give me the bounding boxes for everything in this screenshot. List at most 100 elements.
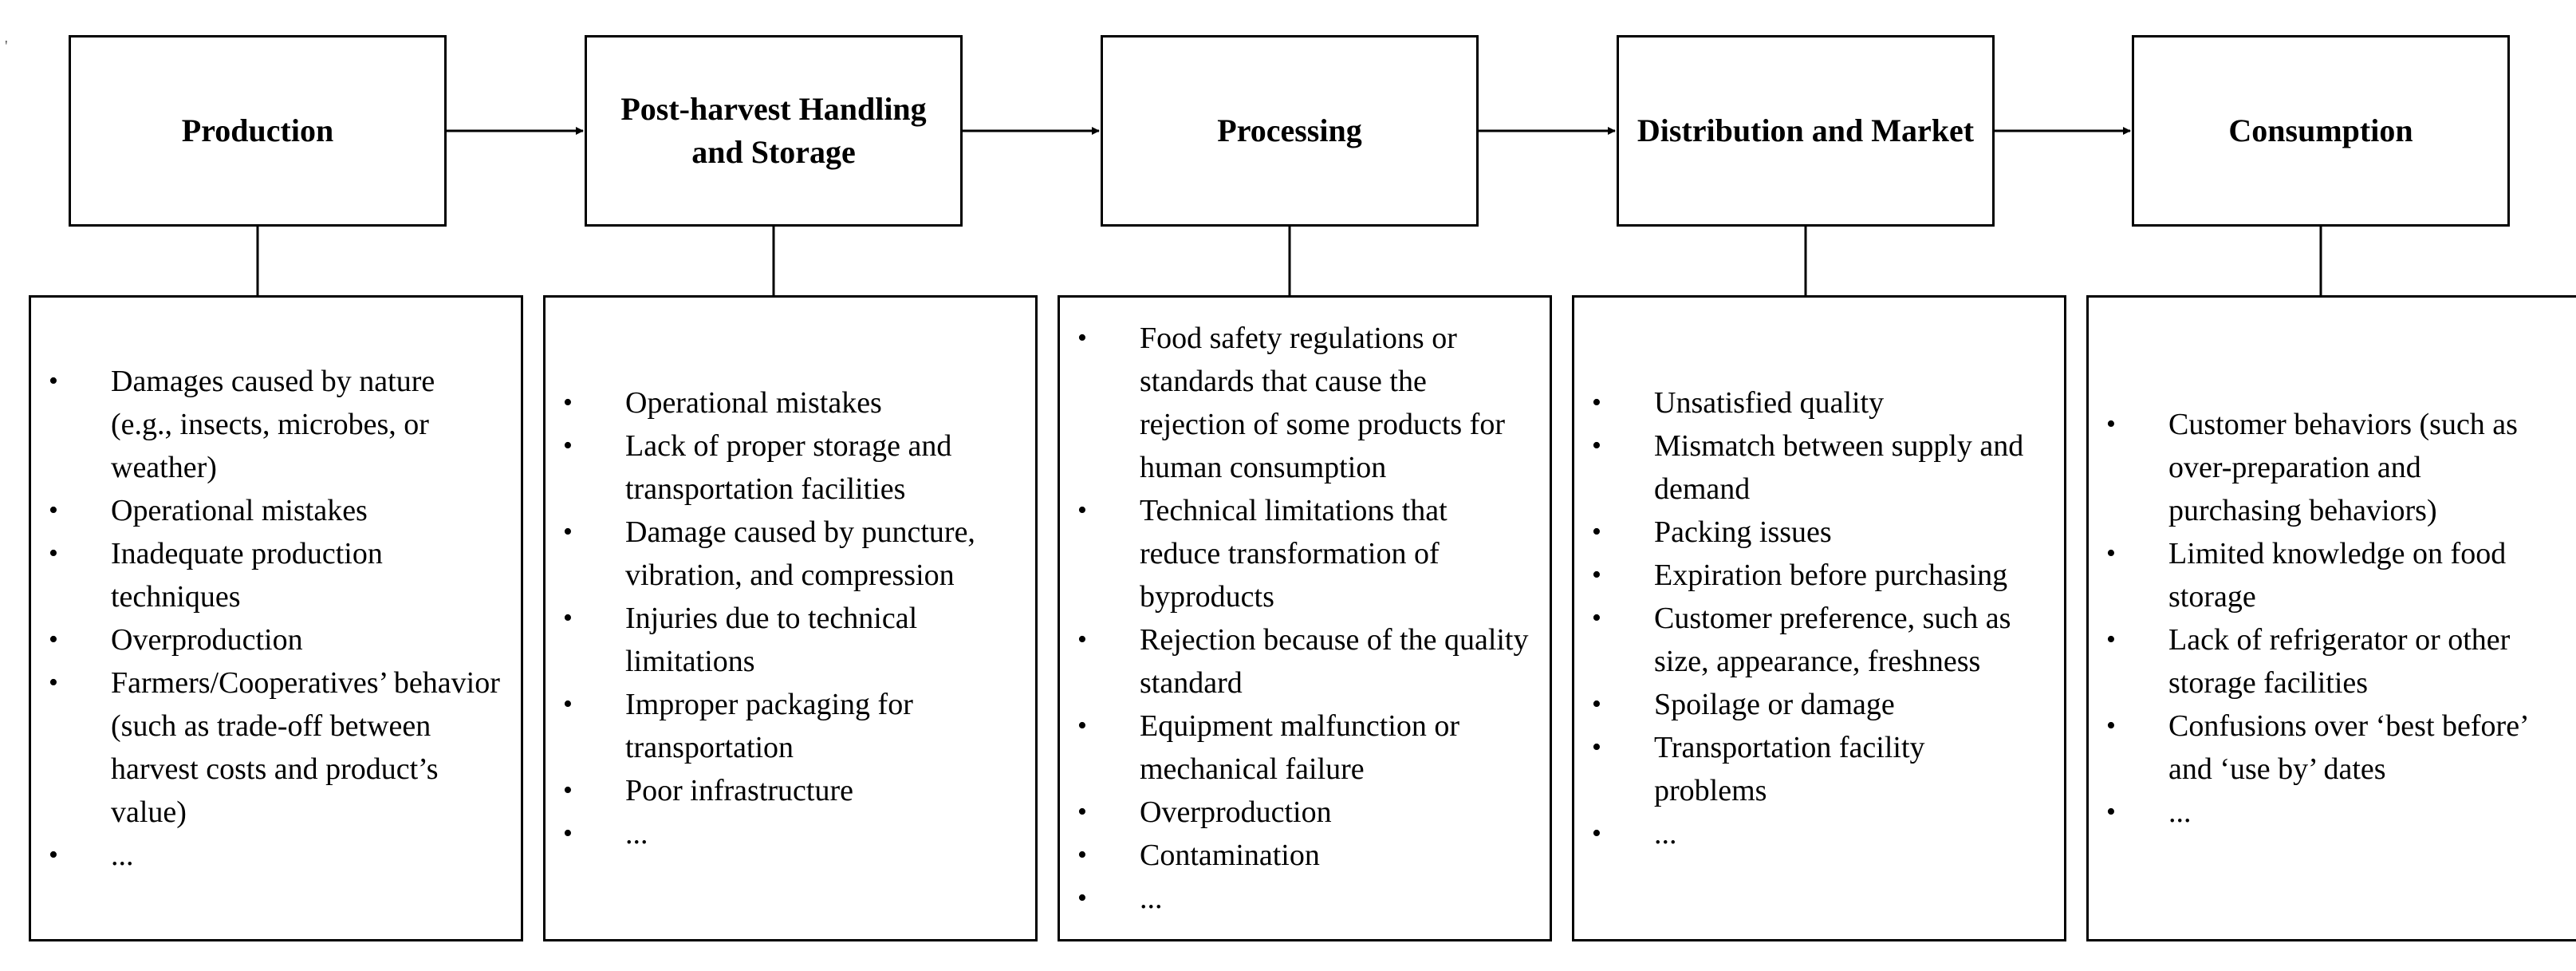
list-item: •Operational mistakes <box>560 381 1014 424</box>
list-item-text: ... <box>111 839 134 872</box>
cause-list: • Customer behaviors (such as over-prepar… <box>2103 403 2558 834</box>
list-item-text: Improper packaging for transportation <box>625 688 913 764</box>
list-item: • Unsatisfied quality <box>1589 381 2043 424</box>
list-item: •... <box>45 834 500 877</box>
list-item-text: Rejection because of the quality standar… <box>1140 623 1529 700</box>
bullet-icon: • <box>563 517 573 547</box>
list-item: •... <box>1074 877 1529 920</box>
list-item-text: Operational mistakes <box>111 494 368 527</box>
bullet-icon: • <box>1592 732 1601 762</box>
list-item-text: ... <box>625 817 648 851</box>
list-item: • Injuries due to technical limitations <box>560 597 1014 683</box>
bullet-icon: • <box>563 819 573 848</box>
bullet-icon: • <box>1077 711 1087 740</box>
list-item: • Poor infrastructure <box>560 769 1014 812</box>
bullet-icon: • <box>2106 625 2116 654</box>
bullet-icon: • <box>49 625 58 654</box>
list-item: • Customer preference, such as size, appe… <box>1589 597 2043 683</box>
bullet-icon: • <box>2106 409 2116 439</box>
cause-list: •Operational mistakes•Lack of proper sto… <box>560 381 1014 855</box>
bullet-icon: • <box>1592 689 1601 719</box>
bullet-icon: • <box>1077 797 1087 827</box>
list-item: • Damages caused by nature (e.g., insects… <box>45 360 500 489</box>
list-item-text: Farmers/Cooperatives’ behavior (such as … <box>111 666 500 829</box>
list-item-text: Damage caused by puncture, vibration, an… <box>625 515 975 592</box>
stage-box-distribution-market: Distribution and Market <box>1617 35 1995 227</box>
bullet-icon: • <box>1592 560 1601 590</box>
bullet-icon: • <box>1077 625 1087 654</box>
list-item-text: ... <box>2168 795 2192 829</box>
bullet-icon: • <box>563 776 573 805</box>
bullet-icon: • <box>2106 797 2116 827</box>
list-item: •Mismatch between supply and demand <box>1589 424 2043 511</box>
detail-box-distribution-market: • Unsatisfied quality •Mismatch between su… <box>1572 295 2066 941</box>
list-item: • Overproduction <box>1074 791 1529 834</box>
list-item-text: Contamination <box>1140 839 1320 872</box>
bullet-icon: • <box>2106 539 2116 568</box>
list-item: • Contamination <box>1074 834 1529 877</box>
list-item-text: ... <box>1654 817 1677 851</box>
list-item: •... <box>1589 812 2043 855</box>
list-item: • Improper packaging for transportation <box>560 683 1014 769</box>
list-item: •Overproduction <box>45 618 500 661</box>
bullet-icon: • <box>1592 431 1601 460</box>
cause-list: • Unsatisfied quality •Mismatch between su… <box>1589 381 2043 855</box>
corner-mark: ' <box>5 37 8 55</box>
list-item: • Spoilage or damage <box>1589 683 2043 726</box>
list-item: •Lack of refrigerator or other storage f… <box>2103 618 2558 705</box>
list-item: • Customer behaviors (such as over-prepar… <box>2103 403 2558 532</box>
detail-box-production: • Damages caused by nature (e.g., insects… <box>29 295 523 941</box>
stage-box-post-harvest-handling-storage: Post-harvest Handling and Storage <box>585 35 963 227</box>
list-item-text: Overproduction <box>1140 795 1332 829</box>
detail-box-consumption: • Customer behaviors (such as over-prepar… <box>2086 295 2576 941</box>
list-item-text: Expiration before purchasing <box>1654 559 2008 592</box>
stage-box-processing: Processing <box>1101 35 1479 227</box>
list-item-text: Spoilage or damage <box>1654 688 1895 721</box>
detail-box-post-harvest-handling-storage: •Operational mistakes•Lack of proper sto… <box>543 295 1038 941</box>
list-item: • Expiration before purchasing <box>1589 554 2043 597</box>
bullet-icon: • <box>1592 603 1601 633</box>
bullet-icon: • <box>49 539 58 568</box>
bullet-icon: • <box>563 603 573 633</box>
list-item-text: Transportation facility problems <box>1654 731 1925 807</box>
list-item: • Inadequate production techniques <box>45 532 500 618</box>
list-item: •Lack of proper storage and transportati… <box>560 424 1014 511</box>
stage-title: Processing <box>1217 112 1362 148</box>
list-item-text: Limited knowledge on food storage <box>2168 537 2507 614</box>
list-item-text: Customer behaviors (such as over-prepara… <box>2168 408 2518 527</box>
list-item-text: Inadequate production techniques <box>111 537 383 614</box>
list-item: • Packing issues <box>1589 511 2043 554</box>
list-item-text: Packing issues <box>1654 515 1832 549</box>
detail-box-processing: • Food safety regulations or standards th… <box>1058 295 1552 941</box>
list-item-text: Technical limitations that reduce transf… <box>1140 494 1448 614</box>
cause-list: • Food safety regulations or standards th… <box>1074 317 1529 920</box>
bullet-icon: • <box>1077 840 1087 870</box>
bullet-icon: • <box>563 689 573 719</box>
bullet-icon: • <box>1077 323 1087 353</box>
bullet-icon: • <box>1592 388 1601 417</box>
list-item-text: ... <box>1140 882 1163 915</box>
stage-box-production: Production <box>69 35 447 227</box>
list-item: • Rejection because of the quality standa… <box>1074 618 1529 705</box>
list-item-text: Food safety regulations or standards tha… <box>1140 322 1505 484</box>
bullet-icon: • <box>1592 819 1601 848</box>
bullet-icon: • <box>1592 517 1601 547</box>
list-item-text: Customer preference, such as size, appea… <box>1654 602 2011 678</box>
stage-title: Production <box>181 112 334 148</box>
list-item-text: Unsatisfied quality <box>1654 386 1885 420</box>
list-item: • Food safety regulations or standards th… <box>1074 317 1529 489</box>
list-item-text: Poor infrastructure <box>625 774 853 807</box>
cause-list: • Damages caused by nature (e.g., insects… <box>45 360 500 877</box>
list-item: •... <box>560 812 1014 855</box>
bullet-icon: • <box>1077 883 1087 913</box>
list-item: •Technical limitations that reduce trans… <box>1074 489 1529 618</box>
list-item-text: Damages caused by nature (e.g., insects,… <box>111 365 435 484</box>
bullet-icon: • <box>49 366 58 396</box>
bullet-icon: • <box>563 431 573 460</box>
list-item: • Damage caused by puncture, vibration, a… <box>560 511 1014 597</box>
stage-box-consumption: Consumption <box>2132 35 2510 227</box>
list-item-text: Injuries due to technical limitations <box>625 602 918 678</box>
bullet-icon: • <box>49 840 58 870</box>
list-item: •... <box>2103 791 2558 834</box>
list-item-text: Confusions over ‘best before’ and ‘use b… <box>2168 709 2527 786</box>
